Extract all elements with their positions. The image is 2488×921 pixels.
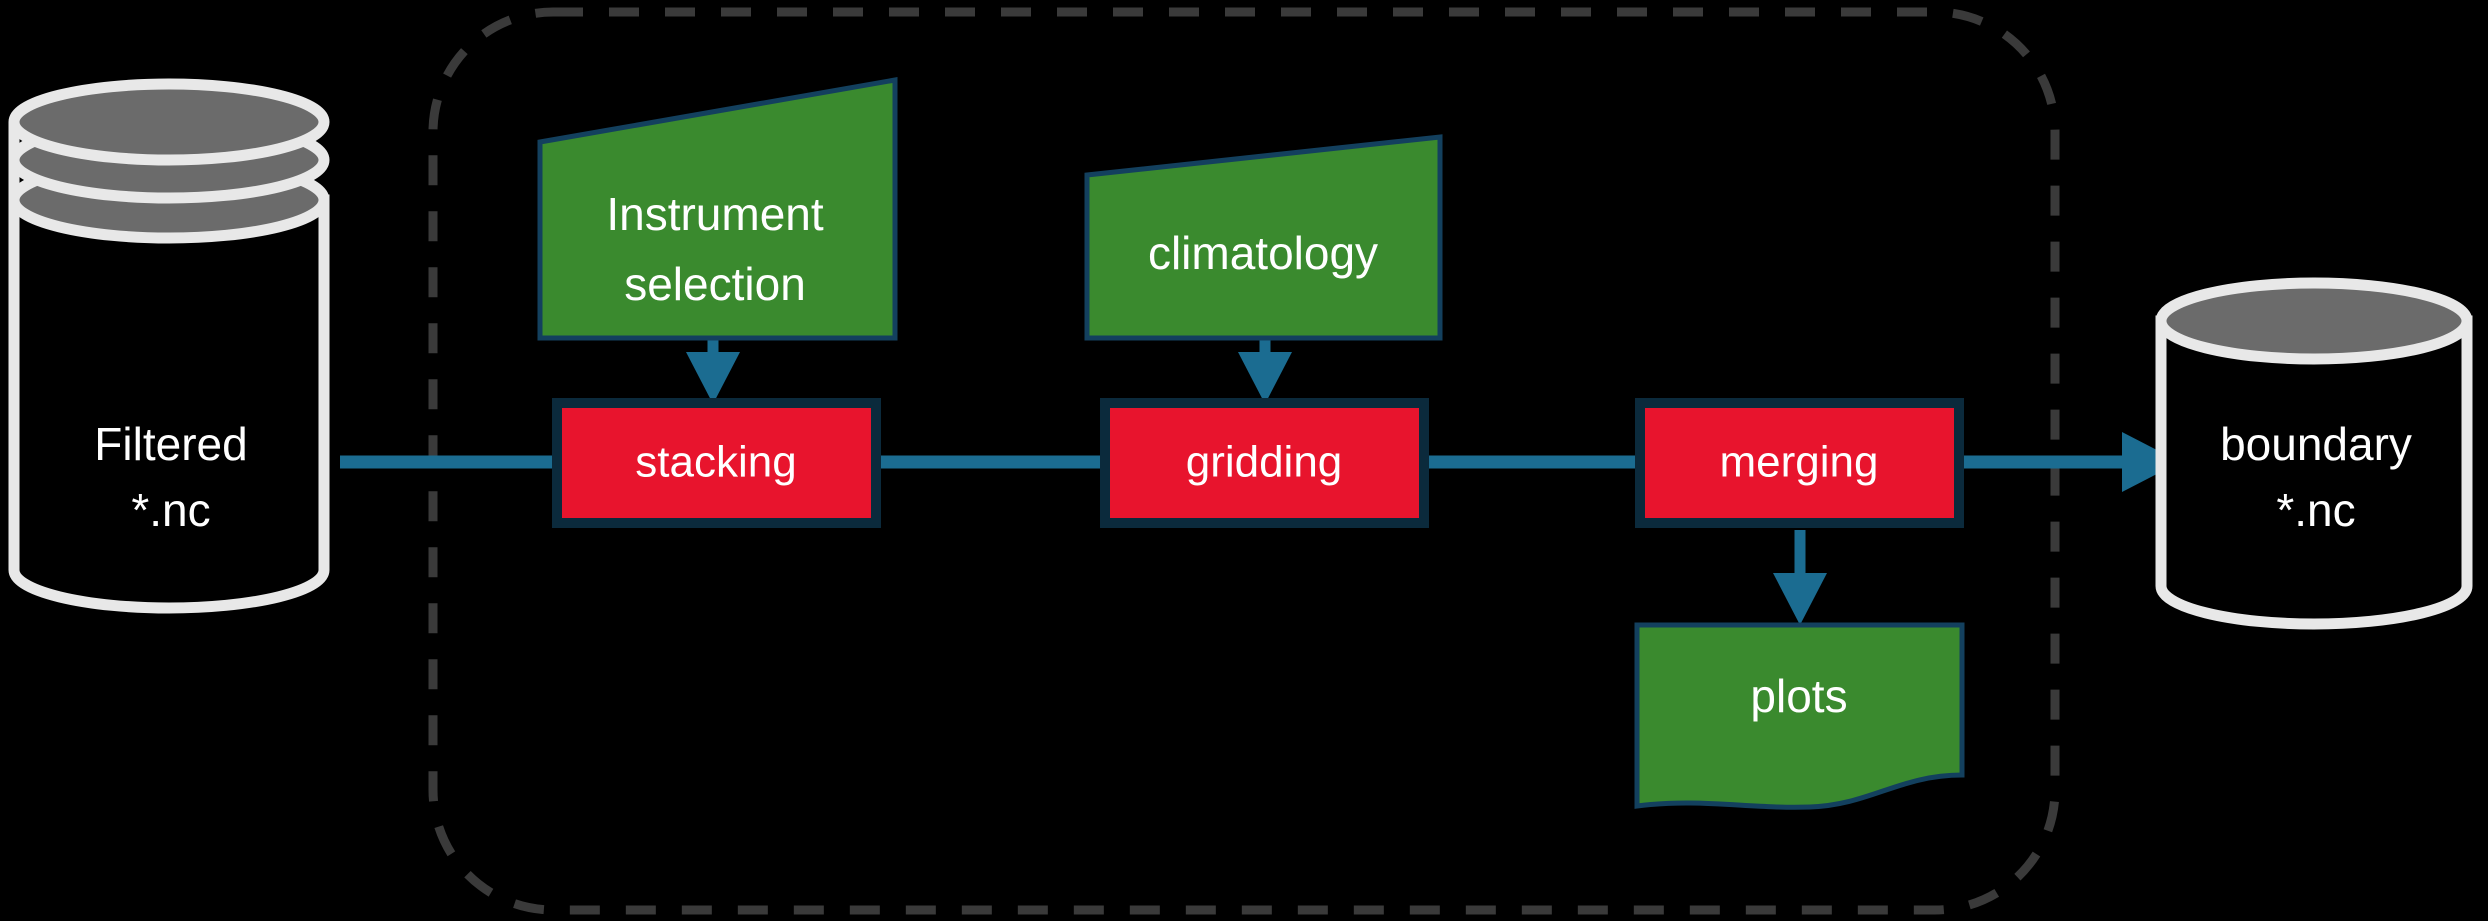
node-stacking[interactable]: stacking xyxy=(552,398,881,528)
filtered-label-line1: Filtered xyxy=(94,418,247,470)
merging-label: merging xyxy=(1720,438,1879,487)
filtered-label-line2: *.nc xyxy=(131,484,210,536)
plots-label: plots xyxy=(1750,670,1847,722)
boundary-label-line2: *.nc xyxy=(2276,484,2355,536)
arrowhead-climatology-to-gridding xyxy=(1238,352,1292,404)
arrowhead-to-boundary xyxy=(2122,432,2180,492)
node-gridding[interactable]: gridding xyxy=(1100,398,1429,528)
filtered-cylinder-body xyxy=(8,194,330,614)
stacking-box xyxy=(552,398,881,528)
node-filtered-input[interactable]: Filtered *.nc xyxy=(8,78,330,614)
node-merging[interactable]: merging xyxy=(1635,398,1964,528)
gridding-label: gridding xyxy=(1186,438,1343,487)
arrowhead-merging-to-plots xyxy=(1773,573,1827,625)
boundary-cylinder-body xyxy=(2155,315,2473,630)
node-instrument-selection[interactable]: Instrument selection xyxy=(537,77,898,341)
boundary-cylinder-top xyxy=(2155,277,2473,365)
merging-box xyxy=(1635,398,1964,528)
node-boundary-output[interactable]: boundary *.nc xyxy=(2155,277,2473,630)
plots-shape xyxy=(1634,622,1965,810)
gridding-box xyxy=(1100,398,1429,528)
filtered-disk-1 xyxy=(8,78,330,166)
boundary-label-line1: boundary xyxy=(2220,418,2412,470)
climatology-label: climatology xyxy=(1148,227,1378,279)
instrument-selection-shape xyxy=(537,77,898,341)
instrument-selection-label-line1: Instrument xyxy=(606,188,824,240)
stacking-label: stacking xyxy=(635,438,796,487)
instrument-selection-label-line2: selection xyxy=(624,258,806,310)
arrowhead-instrument-to-stacking xyxy=(686,352,740,404)
node-climatology[interactable]: climatology xyxy=(1084,134,1443,341)
climatology-shape xyxy=(1084,134,1443,341)
node-plots[interactable]: plots xyxy=(1634,622,1965,810)
